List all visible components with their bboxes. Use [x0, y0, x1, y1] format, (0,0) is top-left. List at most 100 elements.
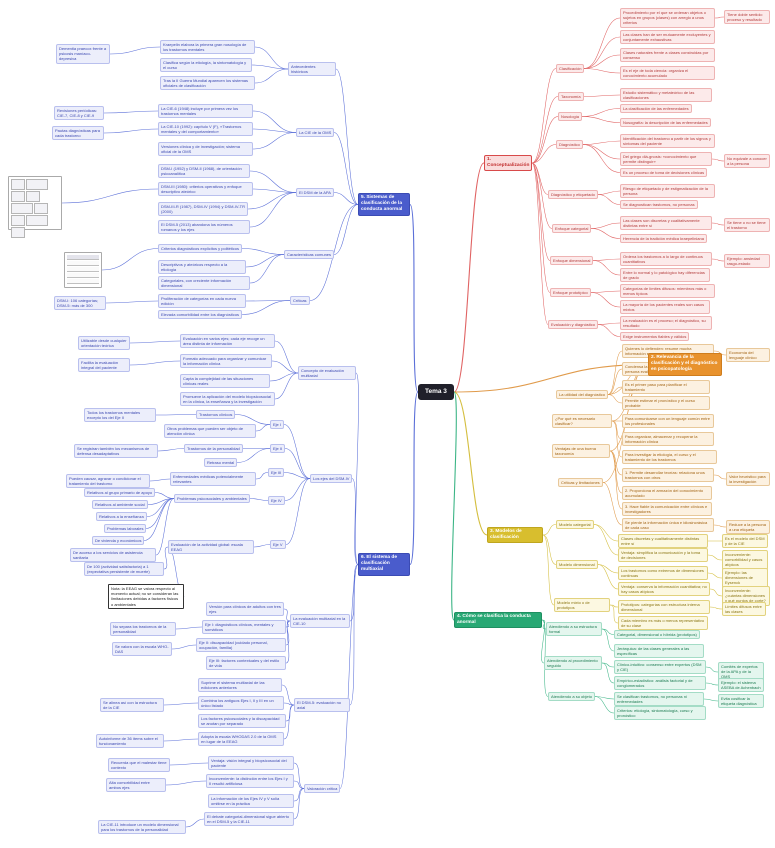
mindmap-node-g2[interactable]: Atendiendo al procedimiento seguido [544, 656, 602, 671]
mindmap-node-a1a[interactable]: Trastornos clínicos [196, 410, 236, 420]
mindmap-node-b2b[interactable]: La CIE-10 (1992): capítulo V (F), «Trast… [158, 122, 253, 137]
mindmap-node-g3a[interactable]: Se clasifican trastornos, no personas ni… [614, 692, 704, 707]
mindmap-node-g1a[interactable]: Categorial, dimensional o híbrida (proto… [614, 630, 700, 640]
mindmap-node-m2[interactable]: Los ejes del DSM-IV [310, 474, 353, 484]
mindmap-node-m4[interactable]: El DSM-5: evaluación no axial [294, 698, 350, 713]
mindmap-node-r8b[interactable]: La mayoría de los pacientes reales son c… [620, 300, 710, 315]
mindmap-node-y3[interactable]: Modelo mixto o de prototipos [554, 598, 610, 613]
mindmap-node-a4d[interactable]: Relativos a la enseñanza [96, 512, 147, 522]
mindmap-node-o3a[interactable]: 1. Permite desarrollar teorías: relacion… [622, 468, 714, 483]
mindmap-node-a4b[interactable]: Relativos al grupo primario de apoyo [84, 488, 156, 498]
mindmap-node-b4b[interactable]: Descriptivos y ateóricos respecto a la e… [158, 260, 246, 275]
mindmap-node-g3c[interactable]: Evita cosificar la etiqueta diagnóstica [718, 694, 764, 709]
mindmap-node-m3c[interactable]: Eje II: discapacidad (cuidado personal, … [196, 638, 286, 653]
mindmap-node-b5[interactable]: Críticas [290, 296, 310, 306]
mindmap-node-r7[interactable]: Enfoque dimensional [550, 256, 594, 266]
mindmap-node-m5g[interactable]: La CIE-11 introduce un modelo dimensiona… [98, 820, 186, 835]
mindmap-node-o4a[interactable]: Se pierde la información única e idiosin… [622, 518, 714, 533]
mindmap-node-r2a[interactable]: Estudio sistemático y metateórico de las… [620, 88, 712, 103]
mindmap-node-r1d[interactable]: Clases naturales frente a clases constru… [620, 48, 715, 63]
mindmap-node-r3b[interactable]: Nosografía: la descripción de las enferm… [620, 118, 711, 128]
mindmap-node-m4f[interactable]: Autoinforme de 36 ítems sobre el funcion… [96, 734, 164, 749]
mindmap-node-r6[interactable]: Enfoque categorial [552, 224, 592, 234]
mindmap-node-r7c[interactable]: Ejemplo: ansiedad rasgo-estado [724, 254, 770, 269]
mindmap-node-y1a[interactable]: Clases discretas y cualitativamente dist… [618, 534, 708, 549]
mindmap-node-y2b[interactable]: Ventaja: conserva la información cuantit… [618, 582, 710, 597]
mindmap-node-g1[interactable]: Atendiendo a su estructura formal [546, 622, 602, 637]
mindmap-node-o2c[interactable]: Para investigar la etiología, el curso y… [622, 450, 717, 465]
mindmap-node-m1f[interactable]: Facilita la evaluación integral del paci… [78, 358, 130, 373]
mindmap-node-m3[interactable]: La evaluación multiaxial en la CIE-10 [290, 614, 350, 629]
mindmap-node-r5b[interactable]: Se diagnostican trastornos, no personas [620, 200, 698, 210]
mindmap-node-m5[interactable]: Valoración crítica [304, 784, 341, 794]
mindmap-node-r9b[interactable]: Exige instrumentos fiables y válidos [620, 332, 690, 342]
mindmap-node-b5c[interactable]: DSM-I: 106 categorías; DSM-5: más de 300 [54, 296, 106, 311]
mindmap-node-y3a[interactable]: Prototipos: categorías con estructura in… [618, 600, 710, 615]
branch-hub-h5[interactable]: 5. Sistemas de clasificación de la condu… [358, 193, 410, 216]
mindmap-node-r7a[interactable]: Ordena los trastornos a lo largo de cont… [620, 252, 712, 267]
mindmap-node-r1[interactable]: Clasificación [556, 64, 585, 74]
mindmap-node-r4b[interactable]: Del griego diá-gnosis: «conocimiento que… [620, 152, 712, 167]
mindmap-node-b3[interactable]: El DSM de la APA [296, 188, 334, 198]
mindmap-node-m3f[interactable]: Se valora con la escala WHO-DAS [112, 642, 172, 657]
mindmap-node-g3[interactable]: Atendiendo a su objeto [548, 692, 595, 702]
mindmap-node-a1b[interactable]: Otros problemas que pueden ser objeto de… [164, 424, 256, 439]
note-box[interactable]: Nota: la EEAG se valora respecto al mome… [108, 584, 184, 609]
figure-table-thumbnail[interactable] [64, 252, 102, 288]
mindmap-node-b4c[interactable]: Categoriales, con creciente información … [158, 276, 250, 291]
mindmap-node-a4e[interactable]: Problemas laborales [104, 524, 147, 534]
mindmap-node-r4c[interactable]: Es un proceso de toma de decisiones clín… [620, 168, 708, 178]
mindmap-node-b2a[interactable]: La CIE-6 (1948) incluye por primera vez … [158, 104, 253, 119]
mindmap-node-m1[interactable]: Concepto de evaluación multiaxial [298, 366, 356, 381]
mindmap-node-o3b[interactable]: 2. Proporciona el armazón del conocimien… [622, 486, 712, 501]
mindmap-node-b1d[interactable]: Dementia praecox frente a psicosis manía… [56, 44, 110, 64]
mindmap-node-o3c[interactable]: 3. Hace fiable la comunicación entre clí… [622, 502, 712, 517]
mindmap-node-b5a[interactable]: Proliferación de categorías en cada nuev… [158, 294, 246, 309]
branch-hub-h3[interactable]: 3. Modelos de clasificación [487, 527, 543, 544]
mindmap-node-r5[interactable]: Diagnóstico y etiquetado [548, 190, 598, 200]
mindmap-node-o1d[interactable]: Permite estimar el pronóstico y el curso… [622, 396, 710, 411]
mindmap-node-m1d[interactable]: Promueve la aplicación del modelo biopsi… [180, 392, 275, 407]
mindmap-node-b1c[interactable]: Tras la II Guerra Mundial aparecen los s… [160, 76, 255, 91]
mindmap-node-r1a[interactable]: Procedimiento por el que se ordenan obje… [620, 8, 715, 28]
mindmap-node-m3b[interactable]: Eje I: diagnósticos clínicos, mentales y… [202, 620, 286, 635]
mindmap-node-o4b[interactable]: Reduce a la persona a una etiqueta [726, 520, 770, 535]
mindmap-node-m2b[interactable]: Eje II [270, 444, 286, 454]
mindmap-node-m5f[interactable]: Alta comorbilidad entre ambos ejes [106, 778, 166, 793]
mindmap-node-o3[interactable]: Ventajas de una buena taxonomía [552, 444, 610, 459]
mindmap-node-m4e[interactable]: Se alinea así con la estructura de la CI… [100, 698, 164, 713]
mindmap-node-m1a[interactable]: Evaluación en varios ejes; cada eje reco… [180, 334, 275, 349]
mindmap-node-o1e[interactable]: Economía del lenguaje clínico [726, 348, 770, 363]
mindmap-node-a3b[interactable]: Pueden causar, agravar o condicionar el … [66, 474, 150, 489]
mindmap-node-m1c[interactable]: Capta la complejidad de las situaciones … [180, 374, 270, 389]
mindmap-node-m4a[interactable]: Suprime el sistema multiaxial de las edi… [198, 678, 282, 693]
mindmap-node-y1[interactable]: Modelo categorial [556, 520, 594, 530]
mindmap-node-o3d[interactable]: Valor heurístico para la investigación [726, 472, 770, 487]
mindmap-node-o1[interactable]: La utilidad del diagnóstico [556, 390, 609, 400]
mindmap-node-r3[interactable]: Nosología [558, 112, 583, 122]
mindmap-node-g1b[interactable]: Jerárquica: de las clases generales a la… [614, 644, 704, 659]
mindmap-node-a4a[interactable]: Problemas psicosociales y ambientales [174, 494, 250, 504]
mindmap-node-m5e[interactable]: Recuerda que el malestar tiene contexto [108, 758, 170, 773]
mindmap-node-g2d[interactable]: Ejemplo: el sistema ASEBA de Achenbach [718, 678, 764, 693]
mindmap-node-r9a[interactable]: La evaluación es el proceso; el diagnóst… [620, 316, 712, 331]
mindmap-node-m3d[interactable]: Eje III: factores contextuales y del est… [206, 656, 286, 671]
mindmap-node-m5c[interactable]: La información de los Ejes IV y V solía … [208, 794, 294, 809]
mindmap-node-r6a[interactable]: Las clases son discretas y cualitativame… [620, 216, 712, 231]
branch-hub-h4[interactable]: 4. Cómo se clasifica la conducta anormal [454, 612, 542, 629]
mindmap-node-o2a[interactable]: Para comunicarse con un lenguaje común e… [622, 414, 714, 429]
mindmap-node-m3e[interactable]: No separa los trastornos de la personali… [110, 622, 176, 637]
mindmap-node-b2e[interactable]: Pautas diagnósticas para cada trastorno [52, 126, 104, 141]
mindmap-node-b1b[interactable]: Clasifica según la etiología, la sintoma… [160, 58, 252, 73]
mindmap-node-m5a[interactable]: Ventaja: visión integral y biopsicosocia… [208, 756, 294, 771]
mindmap-node-r8[interactable]: Enfoque prototípico [550, 288, 591, 298]
mindmap-node-r3a[interactable]: La clasificación de las enfermedades [620, 104, 692, 114]
mindmap-node-y2[interactable]: Modelo dimensional [556, 560, 598, 570]
mindmap-node-b5b[interactable]: Elevada comorbilidad entre los diagnósti… [158, 310, 243, 320]
mindmap-node-o2b[interactable]: Para organizar, almacenar y recuperar la… [622, 432, 714, 447]
mindmap-node-y1c[interactable]: Es el modelo del DSM y de la CIE [722, 534, 768, 549]
mindmap-node-b2c[interactable]: Versiones clínica y de investigación; si… [158, 142, 253, 157]
mindmap-node-r1e[interactable]: Es el eje de toda ciencia: organiza el c… [620, 66, 715, 81]
mindmap-node-b3b[interactable]: DSM-III (1980): criterios operativos y e… [158, 182, 253, 197]
mindmap-node-b4[interactable]: Características comunes [284, 250, 334, 260]
